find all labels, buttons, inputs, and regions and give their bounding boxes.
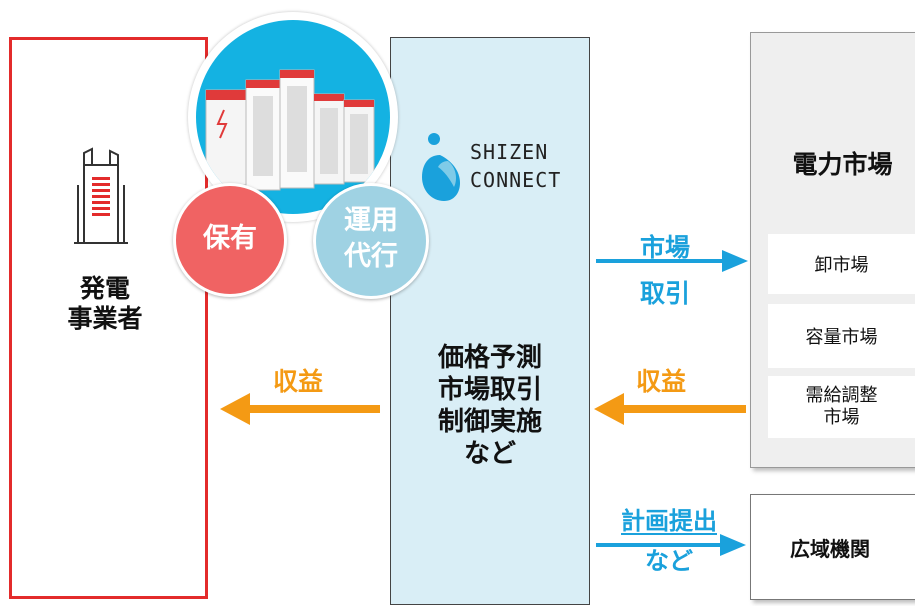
market-trade-arrowhead	[722, 250, 748, 272]
revenue-right-arrowhead	[594, 393, 624, 425]
market-trade-label: 市場 取引	[639, 233, 690, 308]
plan-submit-label: 計画提出	[621, 507, 717, 535]
market-item-label: 需給調整 市場	[805, 385, 878, 428]
agency-label: 広域機関	[790, 536, 870, 561]
revenue-left-arrowhead	[220, 393, 250, 425]
market-item: 卸市場	[768, 234, 915, 294]
brand-line1: SHIZEN	[470, 140, 549, 164]
operate-badge-label: 運用 代行	[344, 205, 398, 272]
generator-box	[9, 37, 208, 599]
battery-circle-inner	[196, 20, 390, 214]
agency-box: 広域機関	[750, 494, 915, 600]
plan-submit-arrowhead	[720, 534, 746, 556]
center-box	[390, 37, 590, 605]
generator-label: 発電 事業者	[67, 274, 143, 333]
revenue-right-label: 収益	[636, 367, 687, 396]
center-label: 価格予測 市場取引 制御実施 など	[437, 343, 542, 469]
plan-submit-label-2: など	[645, 547, 693, 575]
market-title: 電力市場	[792, 150, 893, 179]
revenue-left-label: 収益	[273, 367, 324, 396]
operate-badge	[313, 183, 429, 299]
brand-line2: CONNECT	[470, 168, 562, 192]
market-item-label: 容量市場	[805, 327, 878, 348]
market-item: 需給調整 市場	[768, 376, 915, 438]
battery-storage-icon	[205, 69, 375, 191]
market-item: 容量市場	[768, 304, 915, 368]
own-badge-label: 保有	[203, 223, 257, 254]
building-icon	[74, 147, 128, 244]
own-badge	[173, 183, 287, 297]
shizen-connect-logo-icon	[422, 133, 460, 201]
market-item-label: 卸市場	[814, 255, 869, 276]
